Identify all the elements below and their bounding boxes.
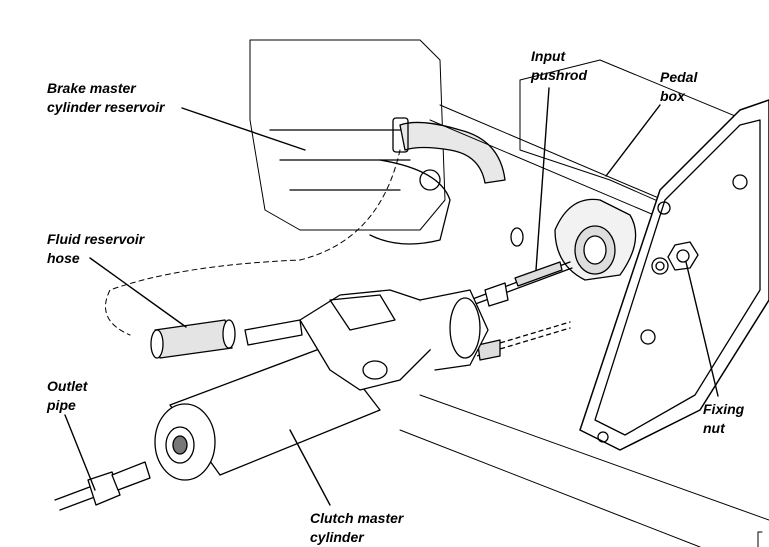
label-line: pushrod (531, 67, 587, 83)
label-line: Pedal (660, 69, 698, 85)
label-line: Fluid reservoir (47, 231, 145, 247)
pushrod-boss (554, 198, 637, 281)
label-line: cylinder reservoir (47, 99, 165, 115)
leader-lines (64, 87, 719, 506)
label-line: cylinder (310, 529, 364, 545)
label-line: nut (703, 420, 725, 436)
label-outlet-pipe: Outlet pipe (47, 377, 87, 415)
label-line: Brake master (47, 80, 136, 96)
fluid-hose-drawing (150, 319, 236, 359)
label-brake-master-cylinder-reservoir: Brake master cylinder reservoir (47, 79, 165, 117)
clutch-master-cylinder-drawing (154, 289, 489, 481)
label-clutch-master-cylinder: Clutch master cylinder (310, 509, 403, 547)
label-line: hose (47, 250, 80, 266)
label-input-pushrod: Input pushrod (531, 47, 587, 85)
pedal-box-drawing (579, 99, 769, 451)
label-pedal-box: Pedal box (660, 68, 697, 106)
brake-reservoir-drawing (249, 39, 451, 245)
label-fluid-reservoir-hose: Fluid reservoir hose (47, 230, 144, 268)
label-line: Clutch master (310, 510, 404, 526)
fixing-nut-drawing (667, 241, 699, 271)
label-line: pipe (47, 397, 76, 413)
label-line: box (660, 88, 685, 104)
label-line: Input (531, 48, 566, 64)
outlet-pipe-drawing (54, 461, 151, 511)
label-line: Fixing (703, 401, 745, 417)
label-fixing-nut: Fixing nut (703, 400, 744, 438)
label-line: Outlet (47, 378, 88, 394)
